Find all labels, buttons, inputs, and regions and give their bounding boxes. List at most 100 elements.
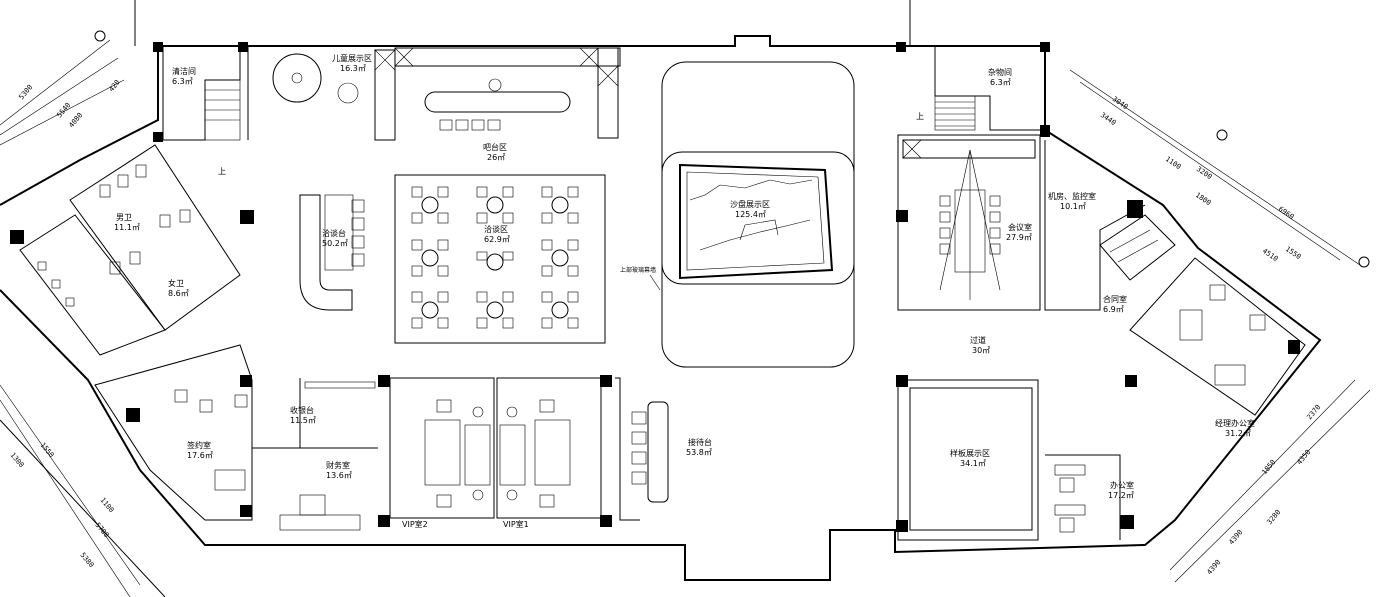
room-area: 13.6㎡ — [326, 471, 352, 480]
room-name: 接待台 — [688, 437, 712, 447]
dimension-text: 1550 — [1284, 245, 1302, 261]
room-name: 会议室 — [1008, 222, 1032, 232]
dimension-text: 1100 — [1164, 155, 1182, 171]
dimension-text: 4080 — [67, 111, 84, 129]
room-area: 62.9㎡ — [484, 235, 510, 244]
room-area: 27.9㎡ — [1006, 233, 1032, 242]
column — [1120, 515, 1134, 529]
room-area: 125.4㎡ — [735, 210, 766, 219]
bottom-right-rooms — [897, 379, 1121, 541]
room-area: 16.3㎡ — [340, 64, 366, 73]
room-name: 合同室 — [1103, 294, 1127, 304]
column — [153, 42, 163, 52]
dimension-lines — [0, 39, 1371, 597]
room-area: 30㎡ — [972, 346, 990, 355]
room-name: 机房、监控室 — [1048, 191, 1096, 201]
room-name: VIP室2 — [402, 519, 428, 529]
negotiation-area — [394, 174, 606, 344]
room-area: 6.3㎡ — [172, 77, 193, 86]
room-area: 34.1㎡ — [960, 459, 986, 468]
reception-desk — [615, 377, 669, 521]
room-name: VIP室1 — [503, 519, 529, 529]
table-set — [411, 291, 449, 329]
room-name: 样板展示区 — [950, 448, 990, 458]
room-area: 31.2㎡ — [1225, 429, 1251, 438]
column — [600, 375, 612, 387]
room-name: 收银台 — [290, 405, 314, 415]
meeting-room — [897, 134, 1041, 311]
dimension-text: 1800 — [1194, 191, 1212, 207]
column — [378, 515, 390, 527]
reception-counter — [299, 194, 365, 311]
dimension-text: 4390 — [1205, 558, 1222, 576]
table-set — [541, 186, 579, 224]
room-area: 11.1㎡ — [114, 223, 140, 232]
dimension-text: 1300 — [8, 451, 25, 469]
room-area: 17.2㎡ — [1108, 491, 1134, 500]
dimension-text: 4510 — [1261, 247, 1279, 263]
stair-up-label: 上 — [218, 167, 226, 176]
room-name: 沙盘展示区 — [730, 199, 770, 209]
room-area: 26㎡ — [487, 153, 505, 162]
dimension-text: 1100 — [98, 496, 115, 514]
axis-marker — [94, 30, 106, 42]
axis-marker — [1358, 256, 1370, 268]
column — [1040, 125, 1050, 137]
dimension-text: 1550 — [38, 441, 55, 459]
room-area: 17.6㎡ — [187, 451, 213, 460]
room-name: 财务室 — [326, 460, 350, 470]
table-set — [541, 291, 579, 329]
column — [153, 132, 163, 142]
room-name: 过道 — [970, 335, 986, 345]
table-set — [411, 239, 449, 277]
columns — [10, 42, 1300, 532]
room-area: 50.2㎡ — [322, 239, 348, 248]
dimension-text: 3040 — [1111, 95, 1129, 111]
restrooms — [19, 144, 241, 356]
room-area: 53.8㎡ — [686, 448, 712, 457]
dimension-text: 420 — [107, 78, 121, 93]
column — [1125, 375, 1137, 387]
room-name: 签约室 — [187, 440, 211, 450]
exterior-walls — [0, 0, 1322, 597]
bottom-left-rooms — [94, 344, 378, 531]
room-area: 11.5㎡ — [290, 416, 316, 425]
table-set — [476, 291, 514, 329]
right-wing — [1044, 140, 1306, 416]
column — [1040, 42, 1050, 52]
table-set — [541, 239, 579, 277]
column — [1288, 340, 1300, 354]
annotations: 上 上 上部玻璃幕墙 — [218, 112, 924, 291]
room-name: 经理办公室 — [1215, 418, 1255, 428]
table-set — [476, 186, 514, 224]
storage-stairs — [934, 46, 1040, 131]
column — [896, 210, 908, 222]
dimension-text: 1850 — [1260, 458, 1277, 476]
column — [238, 42, 248, 52]
room-name: 吧台区 — [483, 142, 507, 152]
dimension-text: 3440 — [1099, 111, 1117, 127]
room-name: 洽谈台 — [322, 228, 346, 238]
room-name: 男卫 — [116, 213, 132, 222]
room-name: 洽谈区 — [484, 224, 508, 234]
dimension-text: 5300 — [17, 83, 34, 101]
room-name: 办公室 — [1110, 480, 1134, 490]
room-labels: 清洁间 6.3㎡ 儿童展示区 16.3㎡ 吧台区 26㎡ 沙盘展示区 125.4… — [114, 53, 1255, 529]
room-name: 儿童展示区 — [332, 53, 372, 63]
column — [126, 408, 140, 422]
column — [240, 210, 254, 224]
column — [896, 42, 906, 52]
dimension-text: 4390 — [1227, 528, 1244, 546]
column — [896, 375, 908, 387]
stair-up-label: 上 — [916, 112, 924, 121]
column — [240, 375, 252, 387]
glass-curtain-label: 上部玻璃幕墙 — [620, 266, 656, 274]
room-name: 清洁间 — [172, 66, 196, 76]
room-area: 8.6㎡ — [168, 289, 189, 298]
bar-area — [394, 47, 621, 139]
room-area: 6.3㎡ — [990, 78, 1011, 87]
top-left-rooms — [162, 46, 396, 141]
axis-marker — [1216, 129, 1228, 141]
room-name: 女卫 — [168, 278, 184, 288]
